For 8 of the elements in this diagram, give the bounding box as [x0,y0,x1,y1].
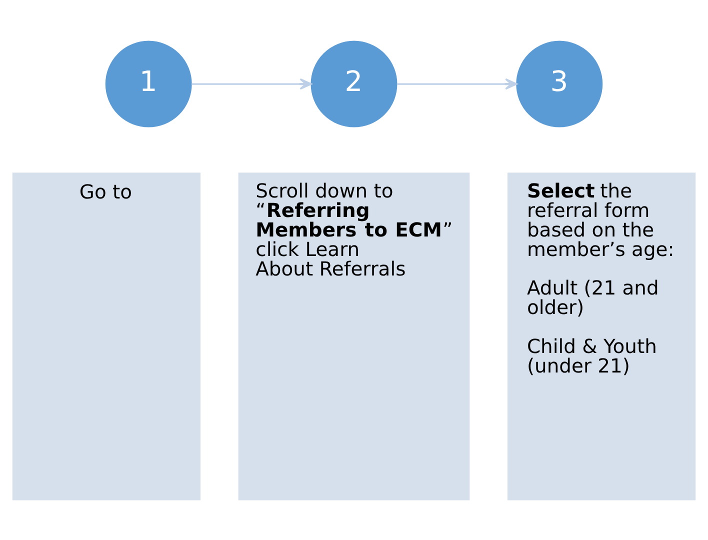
node-circle: 2 [310,40,398,127]
node-circle: 1 [105,40,192,127]
arrow [396,78,518,90]
node-circle: 3 [516,40,603,127]
node-box: Go to [12,172,200,500]
node-box: Scroll down to “Referring Members to ECM” click Learn About Referrals [238,172,470,500]
arrow [192,78,312,90]
node-box: Select the referral form based on the member’s age: Adult (21 and older) Child & Youth (under 21) [508,172,696,500]
